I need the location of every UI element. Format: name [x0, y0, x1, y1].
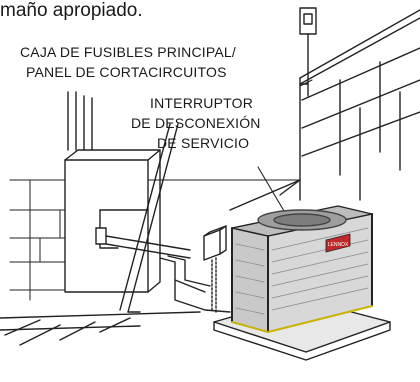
- meter-box: [299, 7, 317, 97]
- heading-fragment: maño apropiado.: [0, 0, 143, 21]
- brand-badge: LENNOX: [325, 233, 351, 253]
- disconnect-label-line1: INTERRUPTOR: [150, 95, 254, 111]
- ac-unit: [213, 205, 391, 361]
- panel-column: [64, 91, 161, 293]
- main-panel-label-line1: CAJA DE FUSIBLES PRINCIPAL/: [20, 44, 236, 60]
- main-conduit: [105, 235, 231, 313]
- vent-pipe: [119, 123, 179, 313]
- brand-logo: LENNOX: [328, 242, 349, 248]
- disconnect-label-line3: DE SERVICIO: [157, 135, 250, 151]
- disconnect-box: [203, 225, 227, 313]
- disconnect-label-line2: DE DESCONEXIÓN: [131, 115, 261, 131]
- main-panel-label-line2: PANEL DE CORTACIRCUITOS: [26, 64, 227, 80]
